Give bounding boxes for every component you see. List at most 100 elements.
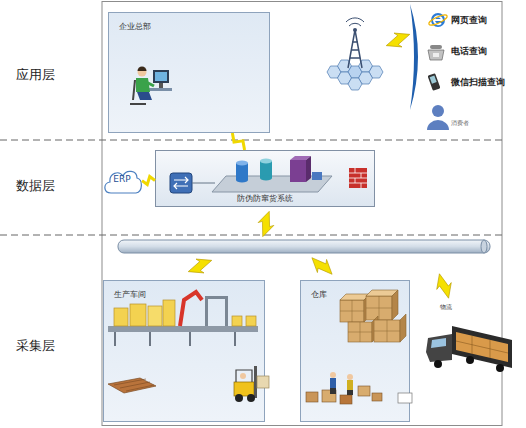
box-label: 防伪防窜货系统 bbox=[156, 193, 374, 204]
cell-tower-icon bbox=[353, 28, 357, 32]
scanner-icon bbox=[398, 393, 412, 403]
box-label: 企业总部 bbox=[119, 21, 151, 32]
system-box: 防伪防窜货系统 bbox=[155, 150, 375, 207]
production-line bbox=[246, 316, 256, 326]
area-box: 生产车间 bbox=[103, 280, 265, 422]
layer-divider bbox=[0, 140, 502, 235]
cell-tower-icon bbox=[327, 18, 383, 90]
cell-tower-icon bbox=[338, 60, 352, 72]
wireless-bolt bbox=[185, 27, 457, 302]
wireless-bolt bbox=[383, 27, 414, 54]
layer-band: 数据层 ERP 防伪防窜货系统 bbox=[0, 140, 500, 235]
truck-icon bbox=[496, 364, 504, 372]
icon-label: 消费者 bbox=[451, 119, 469, 128]
box-label: 仓库 bbox=[311, 289, 327, 300]
frame-line bbox=[102, 2, 502, 426]
layer-band: 采集层 生产车间 仓库 bbox=[0, 235, 500, 425]
loose-cartons bbox=[340, 395, 352, 404]
server-group-icon bbox=[212, 176, 332, 192]
pallet-icon bbox=[108, 378, 156, 393]
cell-tower-icon bbox=[338, 72, 352, 84]
mobile-icon bbox=[430, 76, 437, 84]
switch-icon bbox=[174, 177, 188, 189]
signal-arc bbox=[410, 4, 418, 110]
stacked-cartons bbox=[364, 294, 370, 322]
stacked-cartons bbox=[340, 294, 370, 300]
production-line bbox=[163, 300, 175, 326]
layer-divider bbox=[0, 235, 502, 236]
production-line bbox=[205, 296, 228, 299]
cell-tower-icon bbox=[359, 60, 373, 72]
phone-icon bbox=[433, 53, 439, 57]
server-group-icon bbox=[260, 159, 272, 164]
truck-icon bbox=[426, 334, 452, 362]
office-worker-icon bbox=[155, 72, 167, 81]
layer-label: 采集层 bbox=[16, 337, 55, 355]
frame-line bbox=[102, 2, 502, 426]
wireless-bolt bbox=[185, 253, 216, 280]
office-worker-icon bbox=[142, 88, 172, 91]
truck-icon bbox=[466, 356, 474, 364]
loose-cartons bbox=[306, 386, 382, 404]
stacked-cartons bbox=[374, 320, 400, 342]
data-bus bbox=[481, 240, 487, 253]
production-line bbox=[180, 292, 202, 326]
stacked-cartons bbox=[400, 314, 406, 342]
production-line bbox=[108, 326, 258, 332]
layer-band: 应用层 企业总部 bbox=[0, 0, 500, 140]
stacked-cartons bbox=[366, 296, 392, 320]
firewall-icon bbox=[349, 168, 367, 188]
server-group-icon bbox=[312, 172, 322, 180]
mobile-icon bbox=[428, 73, 441, 91]
office-worker-icon bbox=[159, 83, 163, 88]
cell-tower-icon bbox=[348, 78, 362, 90]
cell-tower-icon bbox=[346, 18, 364, 26]
phone-icon bbox=[428, 45, 444, 60]
stacked-cartons bbox=[340, 300, 364, 322]
area-box: 企业总部 bbox=[108, 12, 270, 133]
forklift-icon bbox=[235, 394, 243, 402]
cell-tower-icon bbox=[369, 66, 383, 78]
box-label: 生产车间 bbox=[114, 289, 146, 300]
worker-icon bbox=[330, 372, 353, 395]
phone-icon bbox=[428, 50, 444, 60]
server-group-icon bbox=[236, 161, 248, 166]
loose-cartons bbox=[372, 393, 382, 401]
switch-icon bbox=[170, 173, 215, 193]
web-icon bbox=[428, 13, 449, 27]
layer-label: 应用层 bbox=[16, 66, 55, 84]
phone-icon bbox=[430, 45, 442, 49]
server-group-icon bbox=[260, 161, 272, 178]
web-icon bbox=[428, 13, 449, 27]
icon-label: 微信扫描查询 bbox=[451, 76, 505, 89]
cell-tower-icon bbox=[348, 66, 362, 78]
wireless-bolt bbox=[307, 252, 337, 280]
firewall-icon bbox=[349, 168, 367, 188]
wireless-link bbox=[232, 133, 244, 150]
firewall-icon bbox=[349, 168, 367, 188]
icon-label: 电话查询 bbox=[451, 45, 487, 58]
layer-label: 数据层 bbox=[16, 177, 55, 195]
scanner-icon bbox=[398, 393, 412, 403]
stacked-cartons bbox=[340, 290, 406, 342]
worker-icon bbox=[330, 372, 336, 378]
office-worker-icon bbox=[137, 92, 152, 100]
office-worker-icon bbox=[138, 68, 147, 77]
data-bus bbox=[118, 240, 490, 253]
worker-icon bbox=[347, 390, 353, 395]
box-label: ERP bbox=[102, 174, 142, 184]
wireless-bolt bbox=[256, 210, 276, 238]
worker-icon bbox=[330, 388, 336, 394]
truck-icon bbox=[456, 336, 508, 358]
switch-icon bbox=[192, 183, 215, 184]
wireless-bolt bbox=[431, 271, 456, 301]
stacked-cartons bbox=[366, 290, 398, 296]
office-worker-icon bbox=[153, 70, 169, 83]
data-bus bbox=[118, 240, 490, 253]
stacked-cartons bbox=[348, 322, 372, 342]
production-line bbox=[232, 316, 242, 326]
consumer-icon bbox=[427, 105, 449, 130]
loose-cartons bbox=[322, 390, 336, 402]
truck-icon bbox=[426, 326, 512, 372]
pallet-icon bbox=[114, 379, 154, 391]
